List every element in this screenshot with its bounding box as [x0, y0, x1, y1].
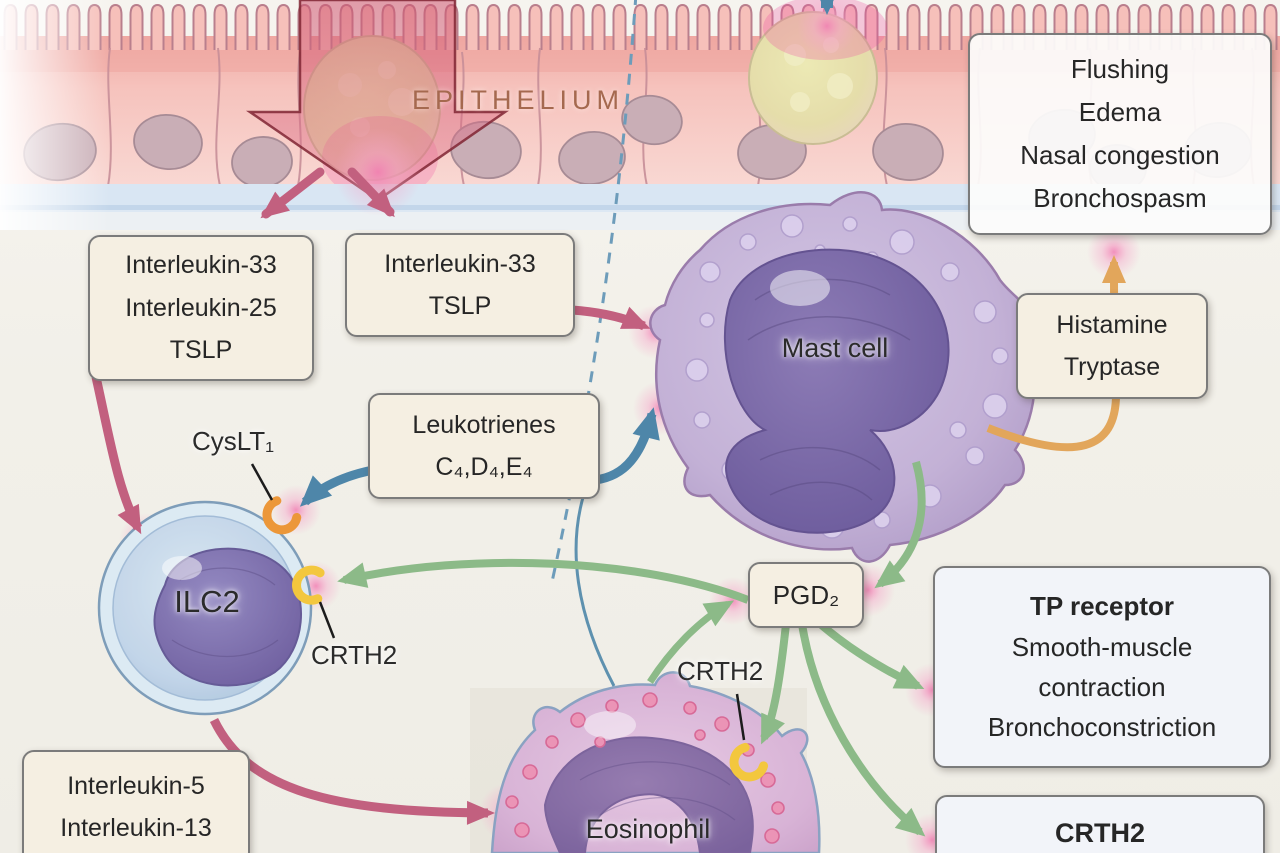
box-line: Leukotrienes — [412, 410, 556, 439]
box-line: Interleukin-25 — [125, 293, 277, 322]
box-line: Interleukin-5 — [67, 771, 205, 800]
cytokines-mid-box: Interleukin-33 TSLP — [345, 233, 575, 337]
box-line: C₄,D₄,E₄ — [435, 453, 533, 481]
epithelium-label: EPITHELIUM — [412, 85, 625, 115]
goblet-stimulus-arrow — [797, 0, 857, 56]
box-line: Interleukin-33 — [384, 249, 536, 278]
box-line: PGD₂ — [772, 579, 840, 610]
mast-cell — [649, 191, 1036, 563]
mast-cell-label: Mast cell — [781, 333, 889, 363]
box-line: Bronchospasm — [1033, 182, 1207, 213]
eosinophil-cell — [490, 671, 821, 853]
tp-receptor-title: TP receptor — [1029, 591, 1174, 622]
box-line: Interleukin-13 — [60, 814, 212, 842]
box-line: Bronchoconstriction — [987, 712, 1217, 743]
histamine-tryptase-box: Histamine Tryptase — [1016, 293, 1208, 399]
arrow-mast-cell-to-pgd2 — [874, 460, 926, 589]
symptoms-box: Flushing Edema Nasal congestion Bronchos… — [968, 33, 1272, 235]
box-line: Smooth-muscle — [1011, 631, 1193, 662]
box-line: Flushing — [1070, 54, 1170, 85]
cytokines-left-box: Interleukin-33 Interleukin-25 TSLP — [88, 235, 314, 381]
crth2-effects-box: CRTH2 — [935, 795, 1265, 853]
arrow-pgd2-to-tp-receptor — [815, 618, 925, 690]
pink-cytokine-arrows — [91, 305, 651, 825]
cytokines-bottom-box: Interleukin-5 Interleukin-13 — [22, 750, 250, 853]
arrow-cytokines-to-ilc2 — [91, 376, 142, 535]
eosinophil-nucleus — [543, 736, 754, 853]
ilc2-label: ILC2 — [174, 584, 240, 619]
ilc2-cell — [97, 500, 313, 716]
eosinophil-granules — [505, 692, 785, 844]
box-line: Interleukin-33 — [125, 251, 277, 280]
arrow-eosinophil-to-pgd2 — [647, 600, 735, 684]
crth2-eosinophil-receptor-label: CRTH2 — [677, 656, 764, 686]
leukotrienes-box: Leukotrienes C₄,D₄,E₄ — [368, 393, 600, 499]
arrow-pgd2-to-eosinophil-crth2 — [760, 623, 790, 745]
ilc2-nucleus — [153, 547, 302, 687]
arrow-pgd2-to-ilc2-crth2 — [337, 558, 750, 604]
eosinophil-label: Eosinophil — [585, 814, 711, 844]
crth2-ilc2-receptor-label: CRTH2 — [311, 640, 398, 670]
epithelial-cytokine-release-arrows — [260, 167, 395, 219]
label-pointer-lines — [250, 463, 746, 741]
green-pgd2-arrows — [337, 460, 926, 837]
arrow-cytokines-to-mast-cell — [571, 305, 651, 331]
box-line: TSLP — [428, 292, 492, 320]
tp-receptor-box: TP receptor Smooth-muscle contraction Br… — [933, 566, 1271, 768]
box-line: contraction — [1038, 672, 1166, 702]
leukotriene-branch-to-eosinophil — [574, 481, 616, 687]
box-line: Tryptase — [1063, 353, 1161, 381]
arrow-pgd2-to-crth2-effects — [798, 623, 926, 837]
box-line: CRTH2 — [1054, 818, 1145, 848]
box-line: Edema — [1078, 97, 1162, 128]
cyslt1-receptor-label: CysLT₁ — [192, 426, 274, 456]
pgd2-box: PGD₂ — [748, 562, 864, 628]
box-line: Nasal congestion — [1020, 140, 1220, 170]
box-line: TSLP — [169, 336, 233, 365]
allergen-entry-arrow — [245, 0, 509, 216]
box-line: Histamine — [1056, 310, 1168, 339]
mast-cell-nucleus — [723, 248, 950, 534]
arrow-il5-il13-to-eosinophil — [209, 718, 495, 825]
